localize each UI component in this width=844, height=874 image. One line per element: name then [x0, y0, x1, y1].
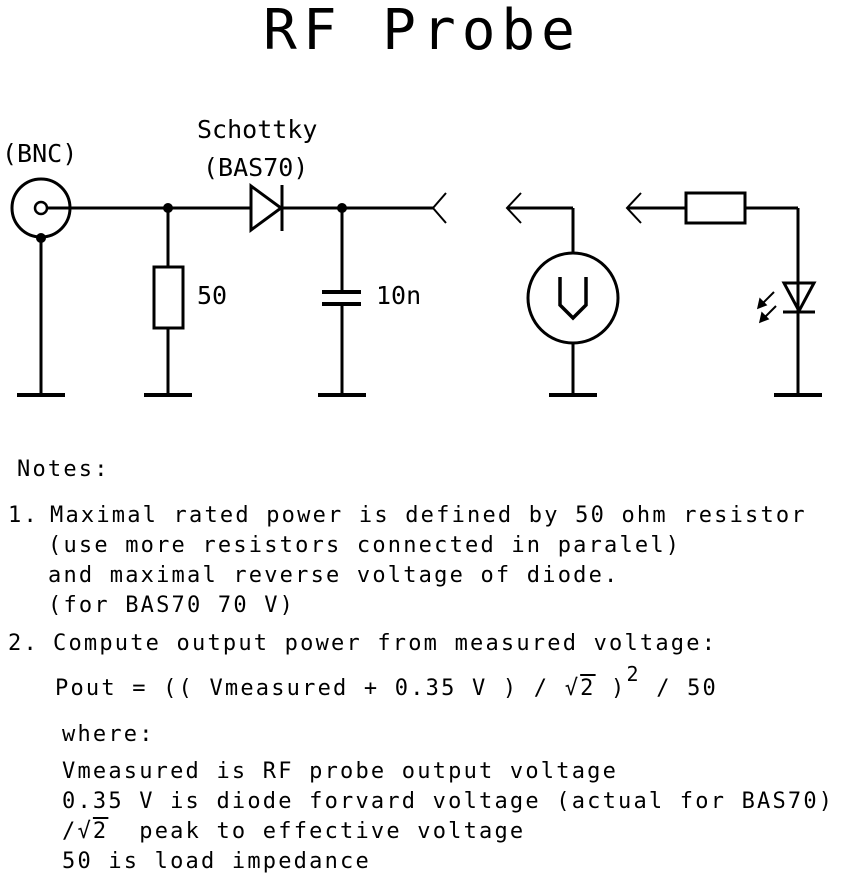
resistor-value-label: 50: [197, 281, 228, 310]
formula-exponent: 2: [626, 662, 641, 686]
definition-line: /√2 peak to effective voltage: [62, 819, 525, 844]
note2-text: Compute output power from measured volta…: [53, 631, 718, 656]
note1-line: (for BAS70 70 V): [48, 593, 296, 618]
schematic-diagram: [10, 177, 822, 397]
schottky-diode-icon: [249, 183, 284, 233]
where-label: where:: [62, 722, 155, 747]
diode-label-type: Schottky: [197, 115, 318, 144]
note1-line: and maximal reverse voltage of diode.: [48, 563, 620, 588]
output-terminal-icon: [431, 192, 447, 224]
formula-close: ): [595, 676, 627, 701]
capacitor-10n-icon: [318, 203, 366, 397]
led-indicator-icon: [625, 191, 822, 397]
formula-sqrt-value: 2: [580, 676, 596, 701]
sqrt-icon: √: [77, 819, 93, 844]
note1-line: (use more resistors connected in paralel…: [48, 533, 682, 558]
definition-line: Vmeasured is RF probe output voltage: [62, 759, 619, 784]
bnc-connector-icon: [10, 177, 72, 395]
power-formula: Pout = (( Vmeasured + 0.35 V ) / √2 )2 /…: [55, 662, 718, 701]
note2-number: 2.: [8, 631, 39, 656]
def3-text: peak to effective voltage: [108, 819, 526, 844]
formula-suffix: / 50: [640, 676, 718, 701]
notes-heading: Notes:: [17, 457, 110, 482]
capacitor-value-label: 10n: [376, 281, 422, 310]
def3-prefix: /: [62, 819, 78, 844]
sqrt-icon: √: [564, 676, 581, 701]
definition-line: 50 is load impedance: [62, 849, 371, 874]
page-title: RF Probe: [263, 0, 581, 63]
def3-sqrt-value: 2: [92, 819, 109, 844]
formula-prefix: Pout = (( Vmeasured + 0.35 V ) /: [55, 676, 565, 701]
resistor-50-icon: [144, 203, 192, 397]
voltmeter-icon: [505, 192, 620, 397]
diode-label-part: (BAS70): [203, 153, 309, 182]
note1-line: Maximal rated power is defined by 50 ohm…: [50, 503, 807, 528]
note1-number: 1.: [8, 503, 39, 528]
definition-line: 0.35 V is diode forvard voltage (actual …: [62, 789, 835, 814]
bnc-label: (BNC): [2, 139, 78, 168]
